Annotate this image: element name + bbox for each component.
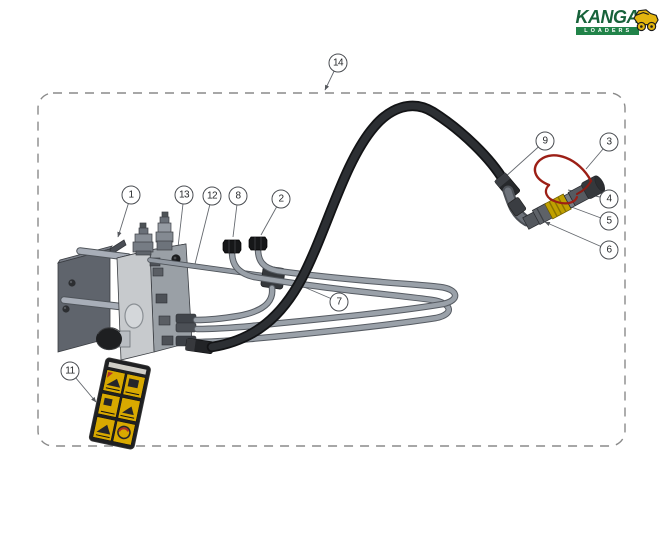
callout-6: 6 xyxy=(599,240,619,260)
steel-tubes xyxy=(147,245,459,346)
callout-14: 14 xyxy=(328,53,348,73)
callout-7: 7 xyxy=(329,292,349,312)
brand-text: KANGA LOADERS xyxy=(575,7,640,36)
coupler-assembly xyxy=(494,154,605,230)
elbow-fitting xyxy=(507,197,527,217)
callout-3: 3 xyxy=(599,132,619,152)
tube-nut-2 xyxy=(248,236,268,251)
brand-name: KANGA xyxy=(575,7,640,27)
warning-decal xyxy=(88,357,151,450)
brand-tagline: LOADERS xyxy=(575,27,639,36)
decal-pictograms xyxy=(96,378,140,440)
tube-nut-8 xyxy=(222,239,242,254)
red-lanyard xyxy=(533,154,593,187)
callout-9: 9 xyxy=(535,131,555,151)
decal-title-strip xyxy=(108,361,147,375)
hydraulic-hose xyxy=(185,100,510,354)
brand-logo: KANGA LOADERS xyxy=(575,7,661,36)
callout-5: 5 xyxy=(599,211,619,231)
callout-4: 4 xyxy=(599,189,619,209)
boundary-box xyxy=(37,92,626,447)
callout-13: 13 xyxy=(174,185,194,205)
callout-12: 12 xyxy=(202,186,222,206)
callout-11: 11 xyxy=(60,361,80,381)
callout-2: 2 xyxy=(271,189,291,209)
callout-1: 1 xyxy=(121,185,141,205)
relief-valve-cartridges xyxy=(132,211,174,256)
loader-machine-icon xyxy=(633,9,659,32)
tube-nuts xyxy=(222,236,268,254)
callout-8: 8 xyxy=(228,186,248,206)
black-knob xyxy=(96,328,122,350)
